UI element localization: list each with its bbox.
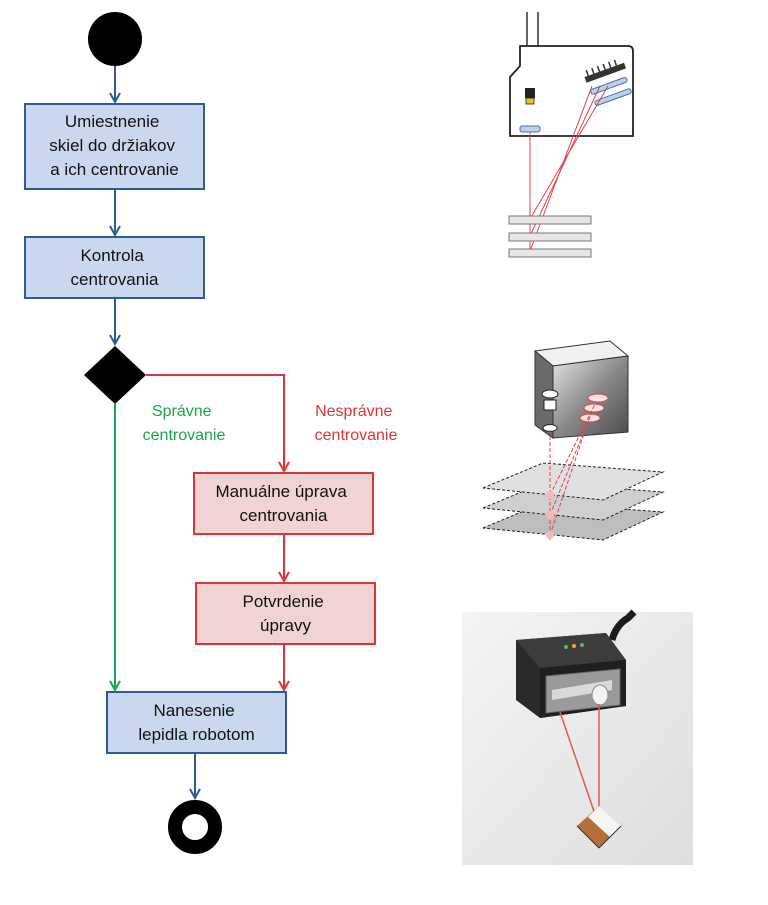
step-adjustment-confirmation: Potvrdenie úpravy <box>195 582 376 645</box>
sensor-schematic-icon <box>508 12 634 258</box>
step-label-line: Manuálne úprava <box>215 482 347 501</box>
step-label-line: centrovania <box>240 506 328 525</box>
svg-text:Potvrdenie úpravy: Potvrdenie úpravy <box>242 592 328 635</box>
step-label-line: úpravy <box>260 616 312 635</box>
step-label-line: lepidla robotom <box>138 725 254 744</box>
svg-text:Manuálne úprava centrova: Manuálne úprava centrovania <box>215 482 351 525</box>
step-label-line: skiel do držiakov <box>49 136 175 155</box>
label-correct-centering: Správne centrovanie <box>143 403 226 444</box>
sensor-photo-icon <box>462 609 693 865</box>
step-placement-centering: Umiestnenie skiel do držiakov a ich cent… <box>24 103 205 190</box>
step-label-line: centrovania <box>71 270 159 289</box>
sensor-3d-diagram-icon <box>482 340 665 541</box>
label-incorrect-centering: Nesprávne centrovanie <box>315 403 398 444</box>
step-label-line: Nanesenie <box>153 701 234 720</box>
step-label-line: Potvrdenie <box>242 592 323 611</box>
step-label-line: a ich centrovanie <box>50 160 179 179</box>
connector-incorrect-branch <box>146 374 284 471</box>
step-label-line: Umiestnenie <box>65 112 160 131</box>
svg-text:Kontrola centrovania: Kontrola centrovania <box>71 246 159 289</box>
decision-node <box>84 346 146 404</box>
step-glue-application: Nanesenie lepidla robotom <box>106 691 287 754</box>
svg-text:Nanesenie lepidla roboto: Nanesenie lepidla robotom <box>138 701 254 744</box>
step-label-line: Kontrola <box>80 246 144 265</box>
initial-node <box>88 12 142 66</box>
svg-text:Umiestnenie skiel do dr: Umiestnenie skiel do držiakov a ich cent… <box>49 112 179 179</box>
final-node <box>168 800 222 854</box>
step-centering-check: Kontrola centrovania <box>24 236 205 299</box>
step-manual-adjustment: Manuálne úprava centrovania <box>193 472 374 535</box>
